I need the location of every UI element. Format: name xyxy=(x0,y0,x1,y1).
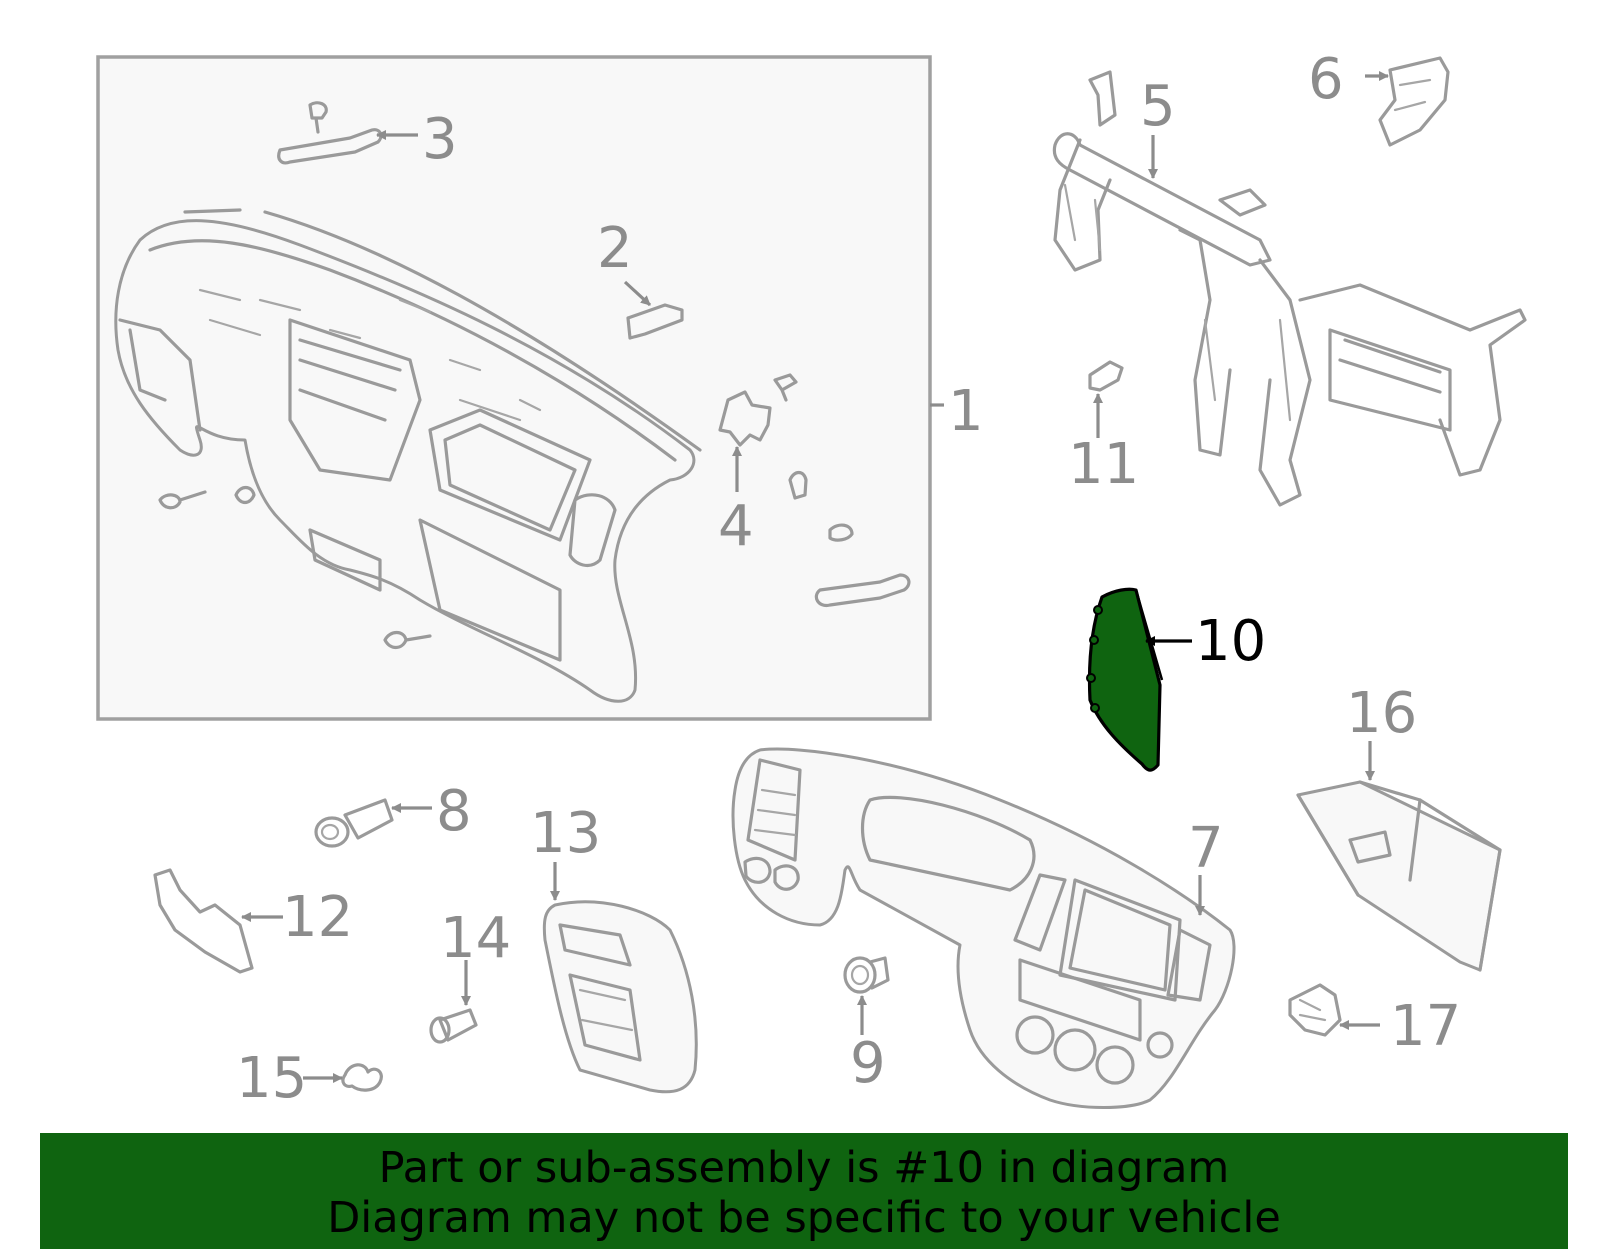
part-5-cross-car-beam xyxy=(1052,70,1527,507)
part-8-lock-cylinder xyxy=(314,798,432,848)
banner-line-1: Part or sub-assembly is #10 in diagram xyxy=(378,1143,1230,1193)
part-17-latch xyxy=(1288,983,1380,1037)
callout-13: 13 xyxy=(530,801,601,866)
part-3-bracket xyxy=(277,101,418,165)
callout-4: 4 xyxy=(718,494,754,559)
callout-8: 8 xyxy=(436,779,472,844)
part-11-clip xyxy=(1088,360,1124,438)
info-banner: Part or sub-assembly is #10 in diagram D… xyxy=(40,1133,1568,1249)
part-2-clip xyxy=(623,280,684,340)
part-4-bracket xyxy=(718,373,911,608)
callout-6: 6 xyxy=(1308,47,1344,112)
part-7-instrument-bezel xyxy=(731,747,1236,1109)
callout-1: 1 xyxy=(948,379,984,444)
part-12-trim xyxy=(153,868,283,974)
part-14-switch xyxy=(429,960,478,1044)
callout-9: 9 xyxy=(850,1031,886,1096)
part-13-console-bezel xyxy=(542,862,698,1094)
callout-16: 16 xyxy=(1346,681,1417,746)
callout-14: 14 xyxy=(440,906,511,971)
callout-7: 7 xyxy=(1188,816,1224,881)
callout-5: 5 xyxy=(1140,74,1176,139)
callout-3: 3 xyxy=(422,107,458,172)
callout-10: 10 xyxy=(1195,609,1266,674)
part-10-highlighted xyxy=(1086,587,1192,772)
callout-12: 12 xyxy=(282,885,353,950)
banner-line-2: Diagram may not be specific to your vehi… xyxy=(327,1193,1281,1243)
part-9-socket xyxy=(843,956,890,1035)
callout-15: 15 xyxy=(236,1046,307,1111)
box-fasteners xyxy=(158,485,432,650)
callout-2: 2 xyxy=(597,216,633,281)
callout-11: 11 xyxy=(1068,432,1139,497)
part-15-clip xyxy=(303,1063,383,1092)
part-16-glove-box xyxy=(1296,741,1502,972)
callout-17: 17 xyxy=(1390,994,1461,1059)
part-1-instrument-panel xyxy=(114,208,702,703)
part-6-bracket xyxy=(1365,56,1450,147)
